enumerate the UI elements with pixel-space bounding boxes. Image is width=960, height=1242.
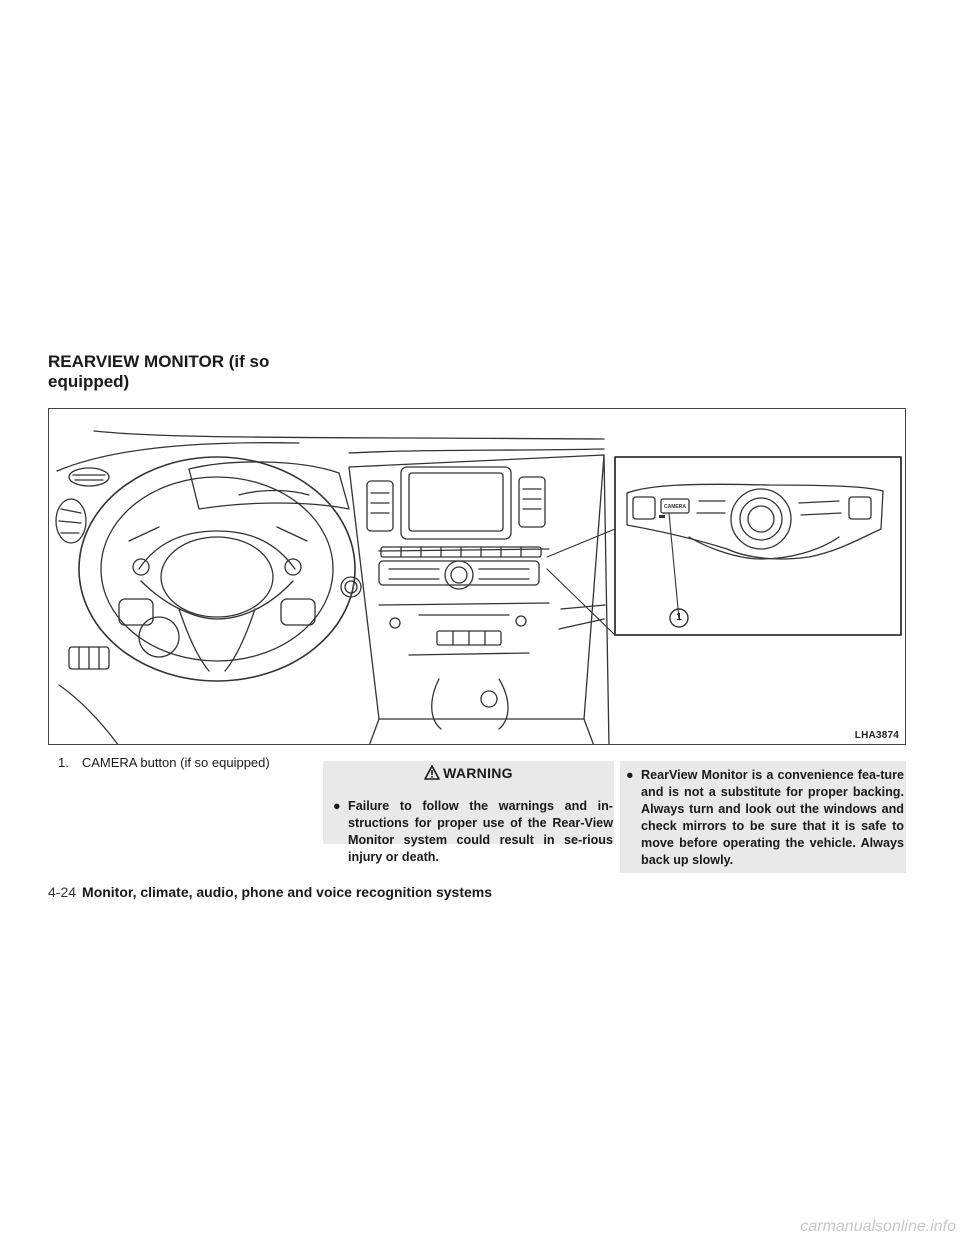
camera-button-label: CAMERA	[664, 504, 686, 510]
warning-item-2: ● RearView Monitor is a convenience fea-…	[626, 767, 904, 869]
warning-item-text: RearView Monitor is a convenience fea-tu…	[641, 768, 904, 867]
chapter-title: Monitor, climate, audio, phone and voice…	[82, 884, 492, 900]
warning-item-1: ● Failure to follow the warnings and in-…	[333, 798, 613, 866]
dashboard-line-drawing	[55, 430, 902, 744]
watermark: carmanualsonline.info	[800, 1218, 956, 1235]
section-title: REARVIEW MONITOR (if so equipped)	[48, 352, 308, 392]
dashboard-illustration: CAMERA 1 LHA3874	[48, 408, 906, 745]
warning-box-right	[620, 761, 906, 873]
warning-header: WARNING	[323, 761, 614, 785]
warning-triangle-icon	[424, 765, 440, 780]
figure-code: LHA3874	[854, 730, 899, 741]
section-title-line-2: equipped)	[48, 372, 130, 391]
warning-item-text: Failure to follow the warnings and in-st…	[348, 799, 613, 864]
section-title-line-1: REARVIEW MONITOR (if so	[48, 352, 270, 371]
warning-label: WARNING	[443, 765, 513, 781]
figure-caption: 1. CAMERA button (if so equipped)	[58, 755, 270, 770]
bullet-icon: ●	[333, 799, 341, 813]
callout-number: 1	[676, 612, 682, 623]
page-footer: 4-24 Monitor, climate, audio, phone and v…	[48, 883, 492, 901]
bullet-icon: ●	[626, 768, 634, 782]
page-number: 4-24	[48, 884, 77, 900]
